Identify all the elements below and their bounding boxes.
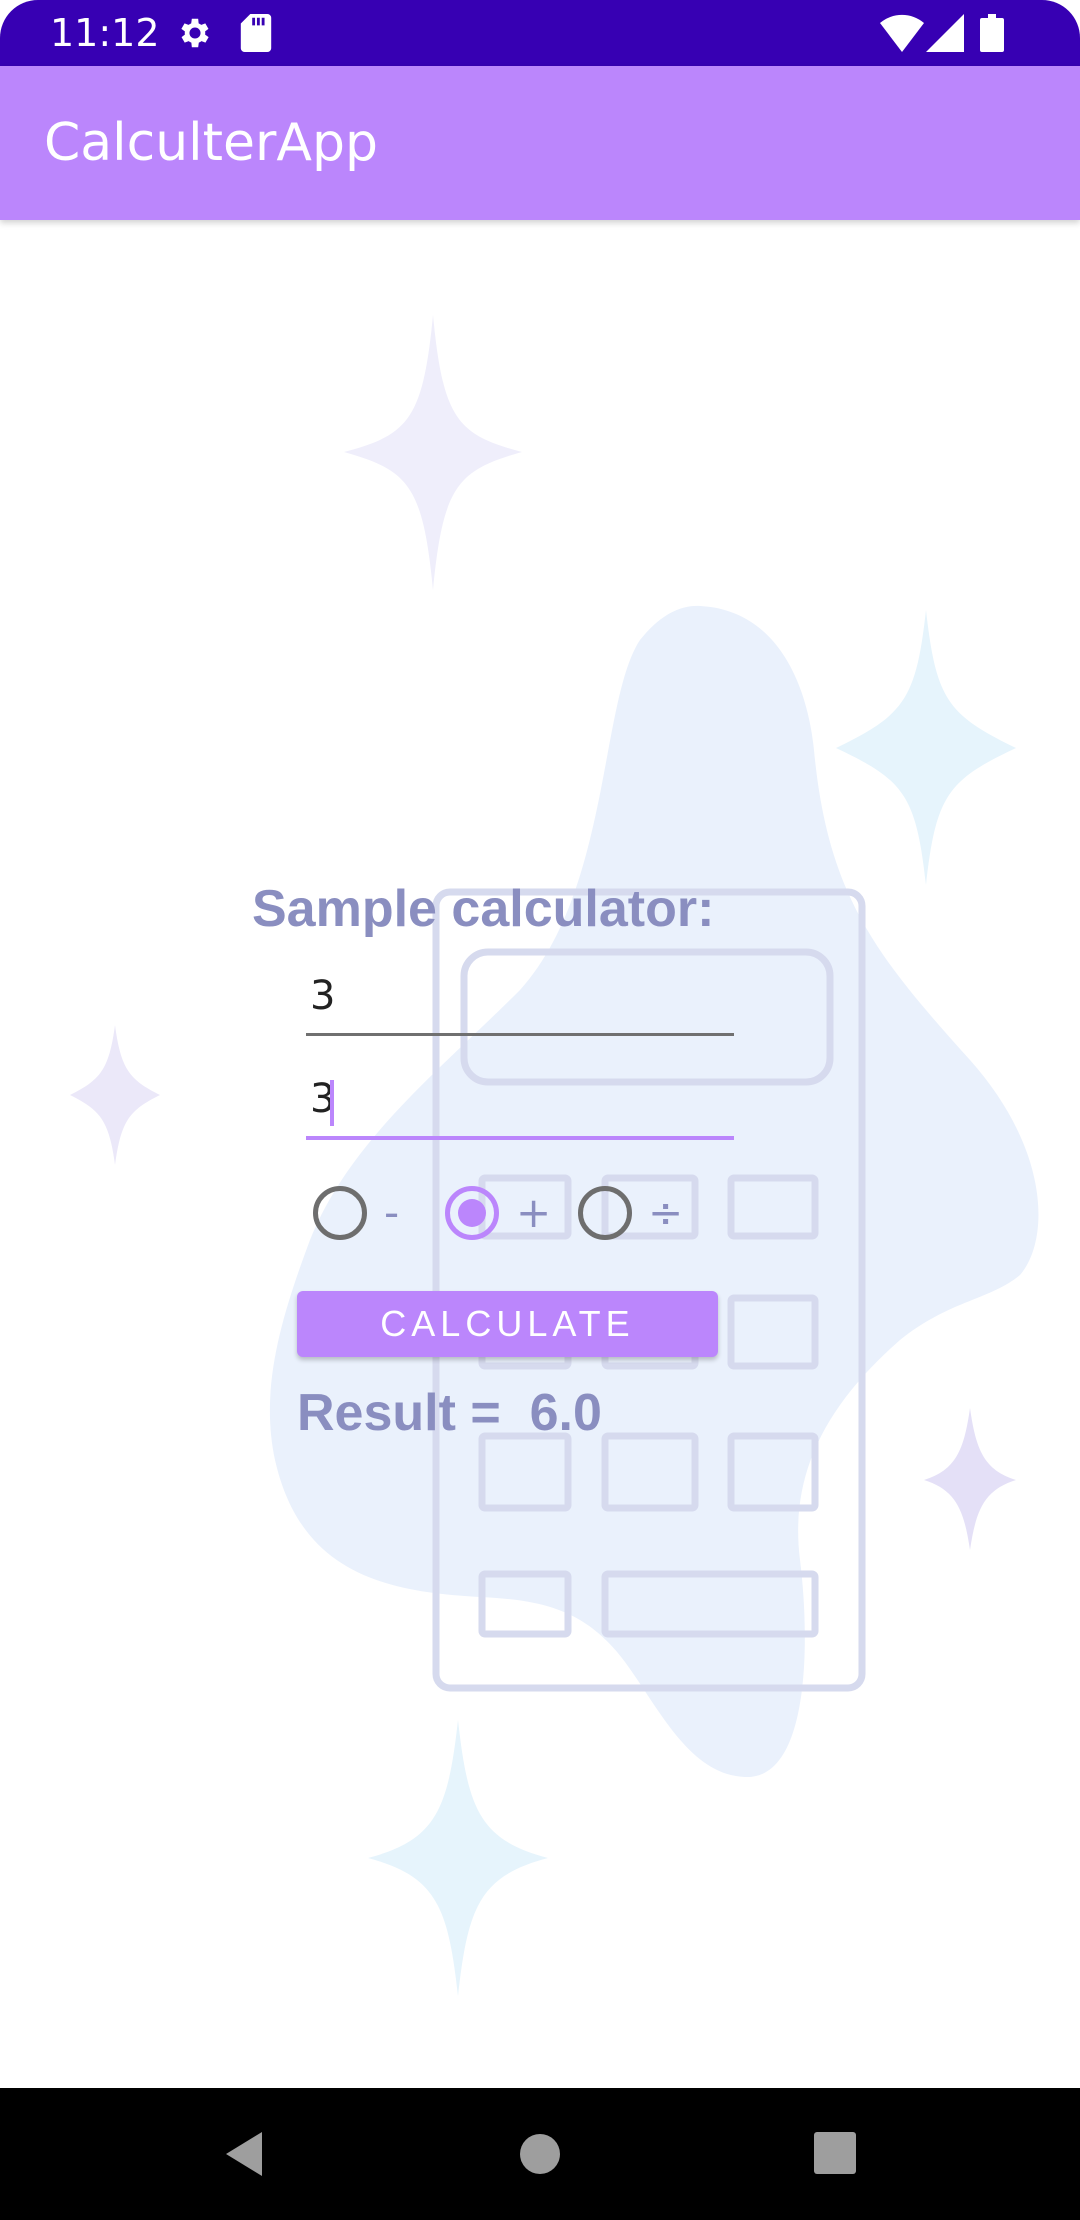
- sparkle-decoration: [70, 1025, 160, 1165]
- wifi-icon: [880, 14, 924, 52]
- navigation-bar: [0, 2088, 1080, 2220]
- app-bar: CalculterApp: [0, 66, 1080, 220]
- sparkle-decoration: [368, 1720, 548, 1996]
- radio-add[interactable]: [445, 1186, 499, 1240]
- radio-divide-label: ÷: [648, 1188, 684, 1237]
- status-time: 11:12: [50, 11, 160, 55]
- result-text: Result = 6.0: [297, 1384, 602, 1442]
- battery-icon: [980, 14, 1004, 52]
- radio-subtract-label: -: [384, 1188, 400, 1237]
- first-number-input[interactable]: [306, 958, 734, 1036]
- sparkle-decoration: [836, 610, 1016, 885]
- calculate-button[interactable]: CALCULATE: [297, 1291, 718, 1357]
- home-icon[interactable]: [500, 2118, 580, 2190]
- calculator-heading: Sample calculator:: [252, 880, 715, 938]
- app-title: CalculterApp: [44, 113, 378, 173]
- gear-icon: [181, 18, 209, 48]
- sd-card-icon: [240, 14, 272, 52]
- recents-icon[interactable]: [796, 2118, 876, 2190]
- radio-divide[interactable]: [578, 1186, 632, 1240]
- sparkle-decoration: [344, 315, 522, 590]
- radio-add-label: +: [516, 1188, 552, 1237]
- second-number-input[interactable]: [306, 1062, 734, 1140]
- back-icon[interactable]: [204, 2118, 284, 2190]
- sparkle-decoration: [924, 1408, 1016, 1550]
- blob-decoration: [269, 605, 1039, 1778]
- text-cursor: [330, 1080, 334, 1126]
- status-bar: 11:12: [0, 0, 1080, 66]
- signal-icon: [926, 14, 964, 52]
- radio-subtract[interactable]: [313, 1186, 367, 1240]
